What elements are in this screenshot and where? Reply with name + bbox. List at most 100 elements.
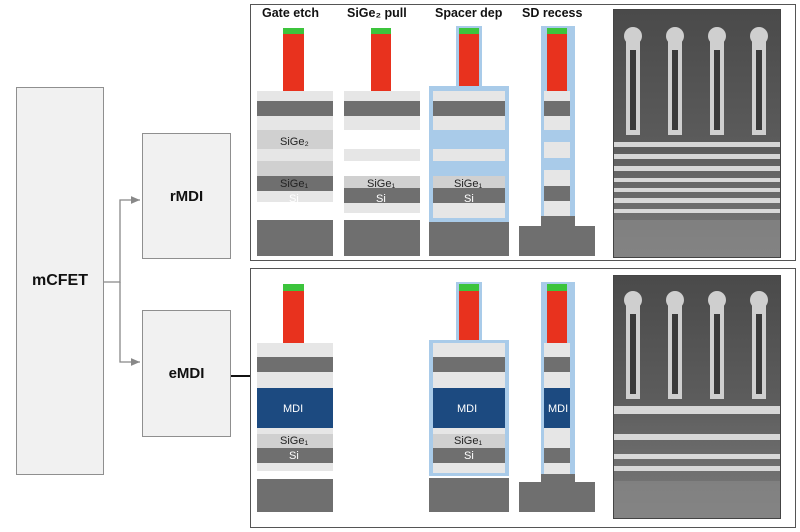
- layer-light: [344, 149, 420, 161]
- substrate: [429, 478, 509, 512]
- layer-mdi: [544, 388, 570, 428]
- layer-light: [544, 91, 570, 101]
- layer-dark: [433, 101, 505, 116]
- label-mdi: MDI: [548, 403, 569, 415]
- layer-si: [257, 448, 333, 463]
- header-sd-recess: SD recess: [522, 6, 583, 20]
- rmdi-box: rMDI: [142, 133, 231, 259]
- tem-image-emdi: [613, 275, 781, 519]
- mcfet-box: mCFET: [16, 87, 104, 475]
- layer-sige1: [433, 176, 505, 188]
- header-spacer-dep: Spacer dep: [435, 6, 503, 20]
- gate: [371, 34, 391, 91]
- layer-light: [433, 428, 505, 434]
- layer-light: [344, 91, 420, 101]
- gate-cap: [547, 28, 567, 34]
- label-sige1: SiGe₁: [367, 178, 396, 190]
- label-si: Si: [289, 450, 299, 462]
- layer-light: [544, 170, 570, 186]
- label-sige1: SiGe₁: [454, 435, 483, 447]
- layer-sige1: [344, 176, 420, 188]
- layer-light: [544, 372, 570, 388]
- layer-dark: [257, 101, 333, 116]
- layer-light: [257, 91, 333, 101]
- rmdi-label: rMDI: [169, 187, 204, 205]
- layer-dark: [544, 101, 570, 116]
- layer-light: [257, 191, 333, 202]
- layer-spacer-fill: [433, 161, 505, 176]
- stack-emdi-sd-recess: [519, 282, 595, 514]
- label-si: Si: [464, 450, 474, 462]
- stack-emdi-spacer-dep: [429, 282, 509, 514]
- layer-si: [344, 188, 420, 203]
- layer-light: [257, 463, 333, 471]
- label-mdi: MDI: [457, 403, 478, 415]
- layer-light: [344, 116, 420, 130]
- layer-light: [433, 372, 505, 388]
- layer-light: [544, 343, 570, 357]
- gate-cap: [459, 284, 479, 291]
- layer-sige1: [257, 434, 333, 448]
- gate: [459, 34, 479, 91]
- arrow-to-rmdi: [104, 196, 140, 283]
- layer-light: [257, 149, 333, 161]
- gate: [547, 34, 567, 91]
- arrow-to-emdi: [119, 282, 140, 366]
- layer-mdi: [257, 388, 333, 428]
- stack-sige2-pull: [344, 26, 420, 258]
- label-si: Si: [289, 193, 299, 205]
- layer-dark: [433, 357, 505, 372]
- substrate: [344, 220, 420, 256]
- label-sige1: SiGe₁: [280, 178, 309, 190]
- substrate-pedestal: [541, 474, 575, 484]
- layer-light: [433, 91, 505, 101]
- header-gate-etch: Gate etch: [262, 6, 319, 20]
- layer-light: [257, 116, 333, 130]
- gate-cap: [459, 28, 479, 34]
- emdi-box: eMDI: [142, 310, 231, 437]
- substrate: [257, 479, 333, 512]
- layer-sige1: [257, 161, 333, 176]
- gate-cap: [547, 284, 567, 291]
- gate-cap: [283, 284, 304, 291]
- layer-light: [544, 142, 570, 158]
- layer-light: [544, 428, 570, 448]
- substrate: [429, 222, 509, 256]
- layer-light: [257, 343, 333, 357]
- label-sige2: SiGe₂: [280, 136, 309, 148]
- label-mdi: MDI: [283, 403, 304, 415]
- mcfet-label: mCFET: [32, 272, 88, 289]
- gate-cap: [283, 28, 304, 34]
- layer-light: [544, 116, 570, 130]
- layer-si: [433, 448, 505, 463]
- tem-image-rmdi: [613, 9, 781, 258]
- label-sige1: SiGe₁: [280, 435, 309, 447]
- layer-sige2: [257, 130, 333, 149]
- label-si: Si: [464, 193, 474, 205]
- gate: [283, 34, 304, 91]
- stack-sd-recess: [519, 26, 595, 258]
- layer-si: [433, 188, 505, 203]
- layer-mdi: [433, 388, 505, 428]
- layer-spacer-fill: [544, 130, 570, 142]
- stack-gate-etch: [257, 26, 333, 258]
- gate: [283, 291, 304, 343]
- layer-dark: [257, 357, 333, 372]
- layer-sige1: [433, 434, 505, 448]
- layer-si: [257, 176, 333, 191]
- substrate: [519, 226, 595, 256]
- layer-dark: [544, 186, 570, 201]
- label-si: Si: [376, 193, 386, 205]
- substrate: [519, 482, 595, 512]
- layer-dark: [544, 448, 570, 463]
- substrate-pedestal: [541, 216, 575, 228]
- gate: [459, 291, 479, 343]
- substrate: [257, 220, 333, 256]
- emdi-label: eMDI: [168, 365, 205, 382]
- layer-dark: [344, 101, 420, 116]
- layer-light: [257, 428, 333, 434]
- layer-light: [433, 116, 505, 130]
- label-sige1: SiGe₁: [454, 178, 483, 190]
- header-sige2-pull: SiGe₂ pull: [347, 6, 407, 20]
